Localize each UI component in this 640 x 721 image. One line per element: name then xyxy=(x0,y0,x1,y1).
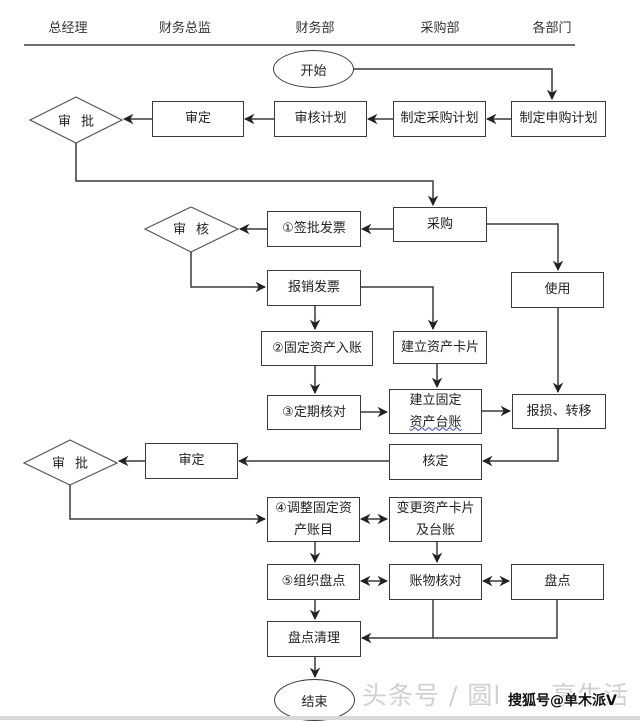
asset-ledger-line1: 建立固定 xyxy=(409,392,462,408)
decision-label-approve-top: 审批 xyxy=(57,114,105,130)
arrow-approve-to-adjust xyxy=(69,485,267,525)
asset-ledger-line2: 资产台账 xyxy=(409,414,462,430)
process-change-card-ledger: 变更资产卡片 及台账 xyxy=(389,497,482,542)
header-divider xyxy=(24,44,575,46)
process-count: 盘点 xyxy=(511,564,604,600)
lane-header-purchasing-dept: 采购部 xyxy=(420,21,460,36)
arrow-approve-to-purchase xyxy=(75,143,439,207)
process-count-cleanup: 盘点清理 xyxy=(267,621,361,657)
arrow-check-to-reimburse xyxy=(190,252,267,293)
process-review-top: 审定 xyxy=(152,101,244,137)
arrow-start-to-request-plan xyxy=(354,68,558,101)
process-adjust-accounts: ④调整固定资 产账目 xyxy=(267,497,360,542)
process-verify: 核定 xyxy=(389,444,482,480)
process-organize-count: ⑤组织盘点 xyxy=(267,564,360,600)
process-make-purchase-plan: 制定采购计划 xyxy=(393,101,486,137)
decision-label-check-invoice: 审核 xyxy=(172,222,220,238)
decision-diamond-check-invoice xyxy=(143,206,240,253)
adjust-accounts-line2: 产账目 xyxy=(293,522,333,538)
arrow-purchase-to-use xyxy=(486,223,564,272)
lane-header-all-depts: 各部门 xyxy=(532,21,572,36)
process-asset-ledger: 建立固定 资产台账 xyxy=(389,389,482,434)
process-sign-invoice: ①签批发票 xyxy=(267,211,361,247)
lane-header-finance-dept: 财务部 xyxy=(295,21,335,36)
change-card-line1: 变更资产卡片 xyxy=(396,500,475,516)
process-reimburse-invoice: 报销发票 xyxy=(267,270,361,306)
process-periodic-check: ③定期核对 xyxy=(267,395,361,430)
arrow-loss-to-verify xyxy=(481,428,559,467)
process-audit-plan: 审核计划 xyxy=(274,101,367,137)
change-card-line2: 及台账 xyxy=(415,522,455,538)
watermark-toutiao-text: 头条号 / 圆l xyxy=(362,681,502,710)
watermark-sohu: 搜狐号@单木派V xyxy=(508,693,617,709)
process-reconcile: 账物核对 xyxy=(389,564,482,600)
process-create-asset-card: 建立资产卡片 xyxy=(393,331,487,364)
end-node: 结束 xyxy=(274,679,355,721)
adjust-accounts-line1: ④调整固定资 xyxy=(275,500,352,516)
watermark-toutiao: 头条号 / 圆l 享生活 xyxy=(362,676,629,712)
process-make-request-plan: 制定申购计划 xyxy=(511,101,606,137)
process-review-bottom: 审定 xyxy=(145,443,238,479)
process-fixed-asset-entry: ②固定资产入账 xyxy=(261,331,373,366)
process-loss-transfer: 报损、转移 xyxy=(512,394,606,429)
lane-header-finance-director: 财务总监 xyxy=(158,21,212,36)
bottom-strip xyxy=(0,716,640,720)
start-node: 开始 xyxy=(273,50,354,88)
process-use: 使用 xyxy=(511,272,604,308)
process-purchase: 采购 xyxy=(393,207,487,242)
decision-diamond-approve-bottom xyxy=(22,439,119,486)
arrow-count-to-cleanup xyxy=(360,599,558,644)
lane-header-general-manager: 总经理 xyxy=(48,21,88,36)
watermark-toutiao-tail: 享生活 xyxy=(551,681,630,710)
arrow-reimburse-to-card xyxy=(360,286,439,331)
decision-diamond-approve-top xyxy=(28,96,124,144)
decision-label-approve-bottom: 审批 xyxy=(51,456,99,472)
